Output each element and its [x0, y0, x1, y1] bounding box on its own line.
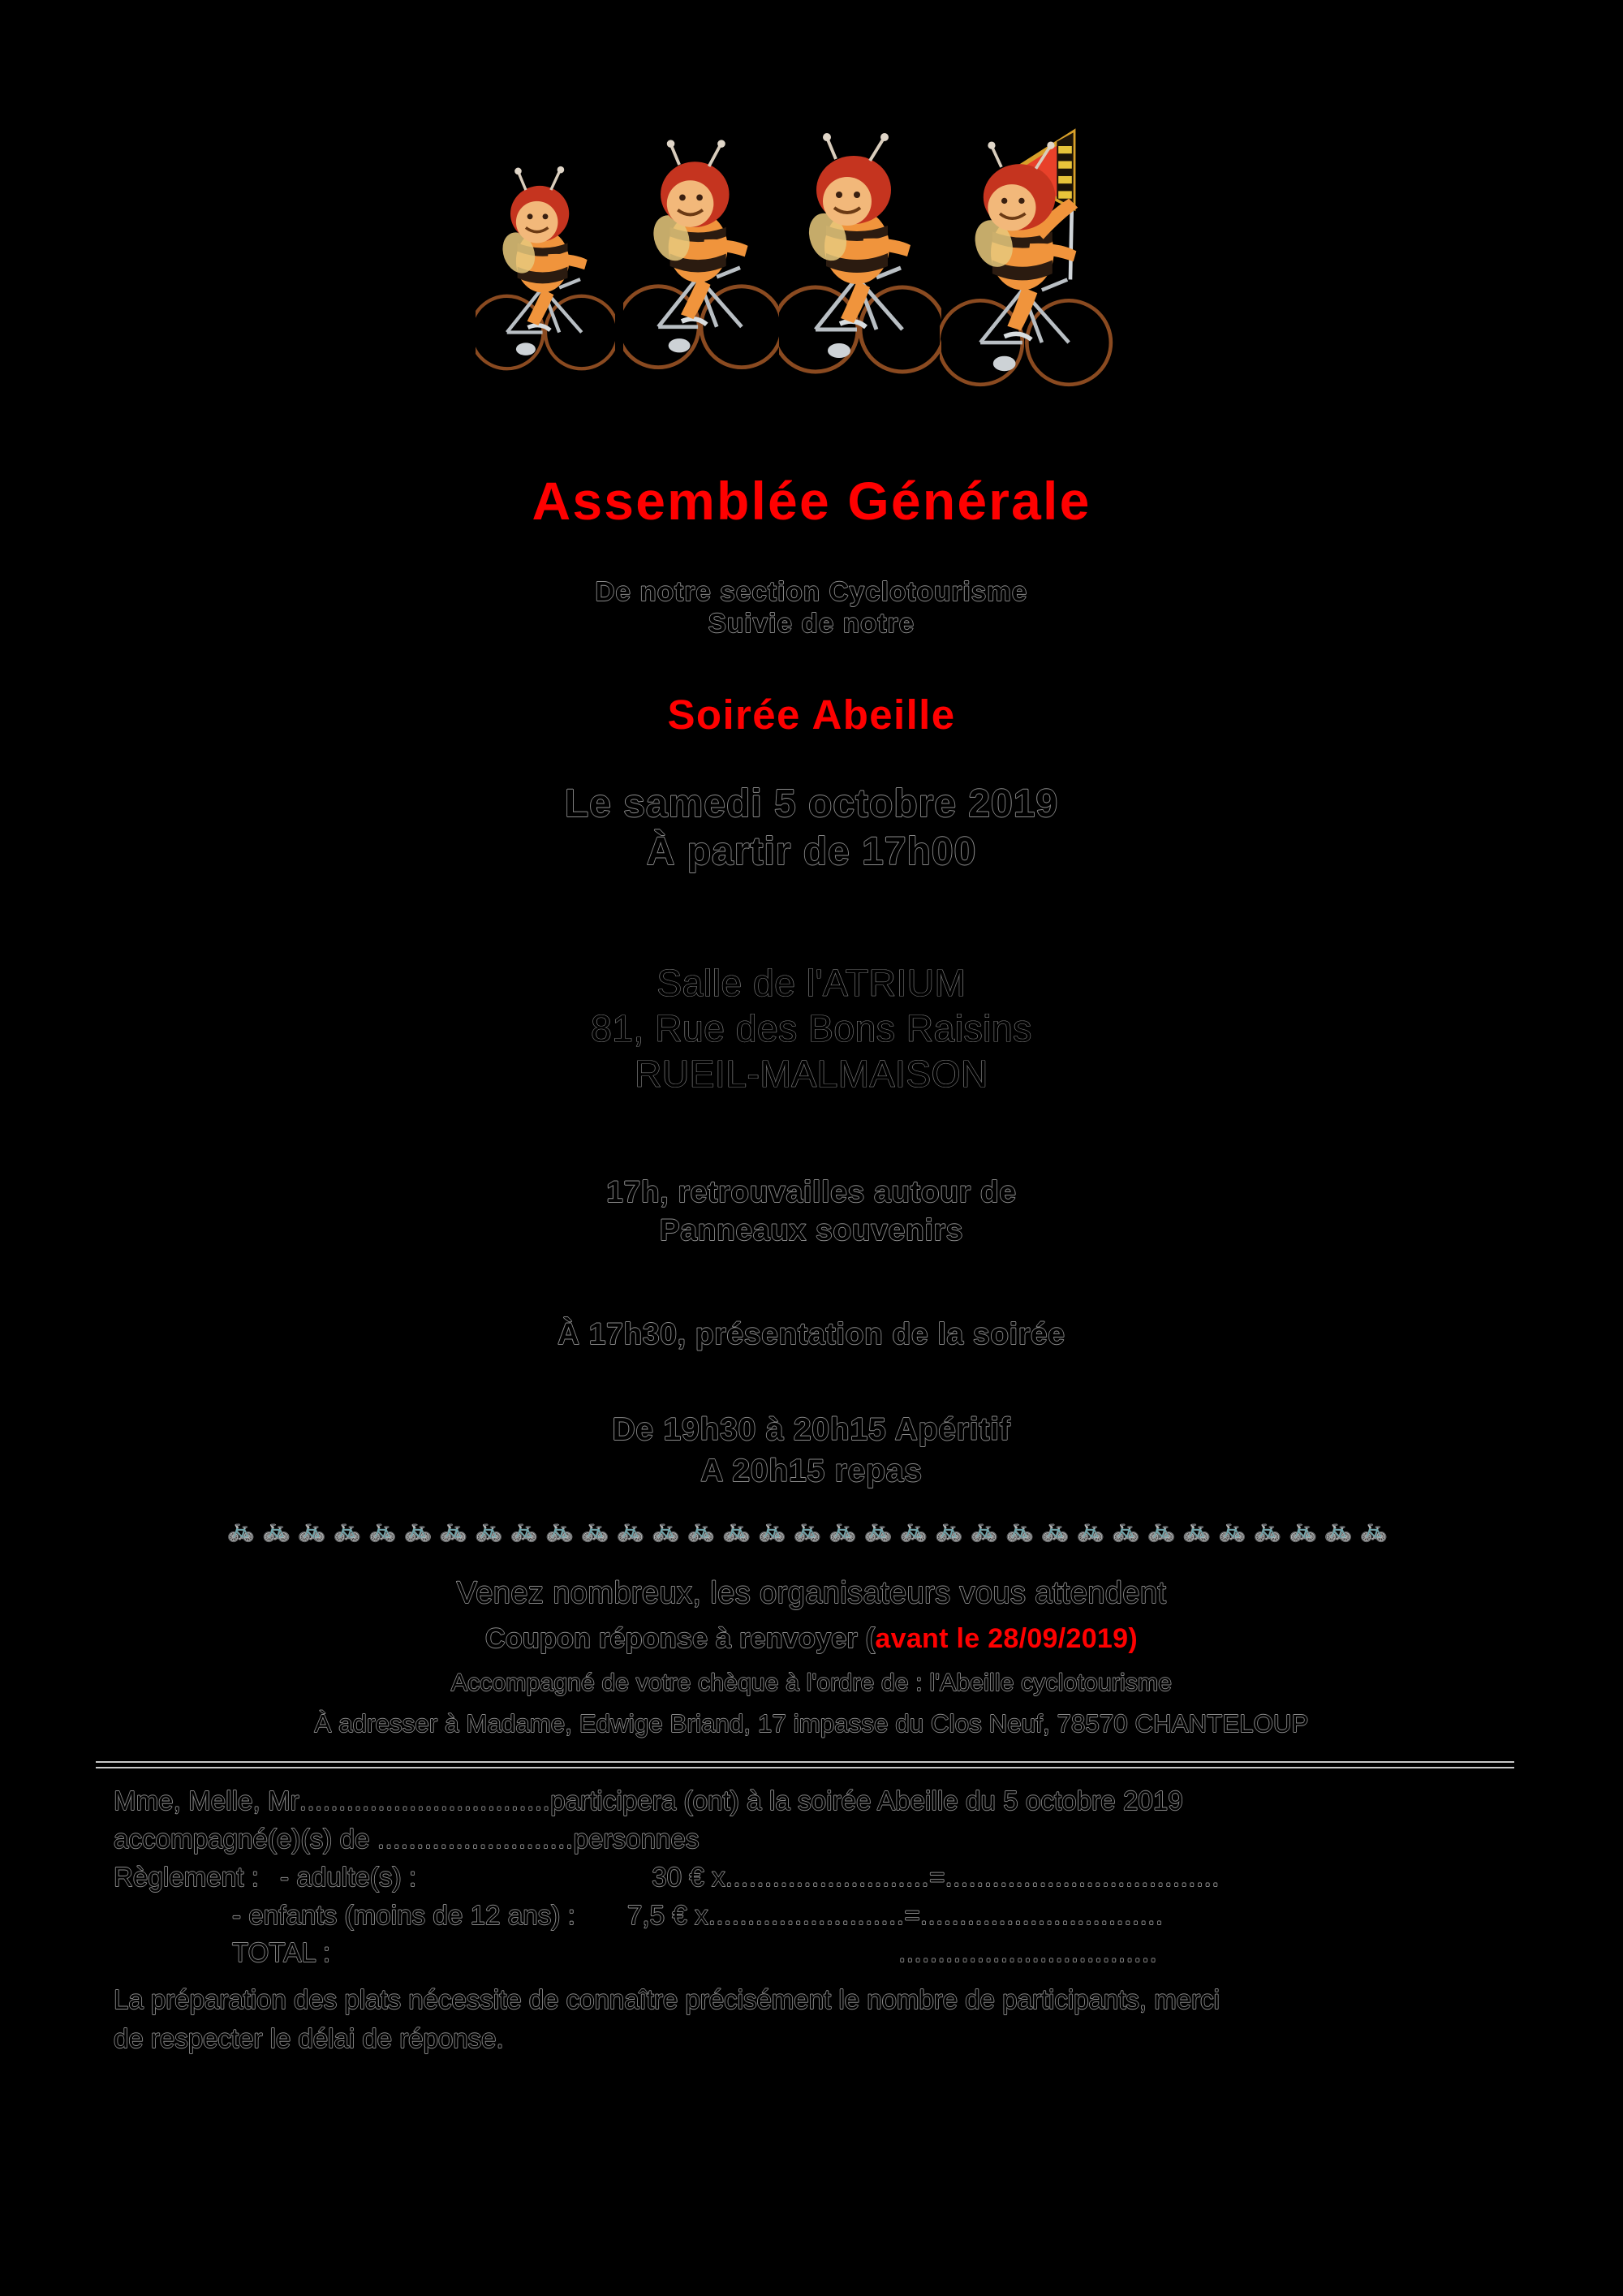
- total-label: TOTAL :: [231, 1937, 331, 1968]
- program-item-3-line-1: De 19h30 à 20h15 Apéritif: [612, 1411, 1011, 1447]
- event-title: Soirée Abeille: [667, 691, 956, 738]
- mailing-address: À adresser à Madame, Edwige Briand, 17 i…: [314, 1709, 1309, 1738]
- event-date-group: Le samedi 5 octobre 2019 À partir de 17h…: [0, 781, 1623, 876]
- bee-cyclist-icon-3: [779, 133, 941, 374]
- venue-line-2: 81, Rue des Bons Raisins: [591, 1007, 1032, 1050]
- adult-price: 30 € x: [652, 1861, 726, 1892]
- page-title: Assemblée Générale: [532, 471, 1091, 531]
- venue-group: Salle de l'ATRIUM 81, Rue des Bons Raisi…: [0, 960, 1623, 1096]
- venue-line-3: RUEIL-MALMAISON: [635, 1053, 988, 1096]
- coupon-note-line-2: de respecter le délai de réponse.: [113, 2022, 504, 2053]
- coupon-separator-rule: [96, 1761, 1514, 1768]
- coupon-accompanied-prefix: accompagné(e)(s) de: [113, 1823, 377, 1854]
- program-item-3: De 19h30 à 20h15 Apéritif A 20h15 repas: [0, 1410, 1623, 1492]
- coupon-accompanied-suffix: personnes: [573, 1823, 700, 1854]
- payment-label: Règlement :: [113, 1861, 260, 1892]
- program-item-3-line-2: A 20h15 repas: [700, 1453, 923, 1488]
- subtitle-line-1: De notre section Cyclotourisme: [595, 575, 1028, 606]
- coupon-reminder: Coupon réponse à renvoyer (avant le 28/0…: [0, 1623, 1623, 1654]
- coupon-name-line: Mme, Melle, Mr..........................…: [113, 1782, 1542, 1820]
- subtitle-line-2: Suivie de notre: [708, 607, 915, 638]
- event-date-line-2: À partir de 17h00: [646, 829, 977, 873]
- coupon-note: La préparation des plats nécessite de co…: [113, 1980, 1550, 2058]
- bee-cyclist-icon-1: [476, 166, 615, 371]
- coupon-name-prefix: Mme, Melle, Mr: [113, 1785, 299, 1816]
- event-date-line-1: Le samedi 5 octobre 2019: [564, 782, 1059, 825]
- child-result-field[interactable]: ...............................: [919, 1899, 1164, 1930]
- venue-line-1: Salle de l'ATRIUM: [657, 962, 966, 1005]
- coupon-name-suffix: participera (ont) à la soirée Abeille du…: [550, 1785, 1184, 1816]
- coupon-total-row: TOTAL :.................................: [114, 1934, 1542, 1972]
- child-quantity-field[interactable]: .........................: [708, 1899, 905, 1930]
- subtitle-group: De notre section Cyclotourisme Suivie de…: [0, 575, 1623, 640]
- coupon-reminder-prefix: Coupon réponse à renvoyer (: [484, 1623, 876, 1654]
- coupon-name-field[interactable]: ................................: [299, 1785, 551, 1816]
- bee-cyclist-icon-4-with-flag: [940, 128, 1113, 387]
- bicycle-icon-row: 🚲🚲🚲🚲🚲🚲🚲🚲🚲🚲🚲🚲🚲🚲🚲🚲🚲🚲🚲🚲🚲🚲🚲🚲🚲🚲🚲🚲🚲🚲🚲🚲🚲: [227, 1518, 1396, 1542]
- coupon-accompanied-field[interactable]: .........................: [377, 1823, 574, 1854]
- coupon-adult-row: Règlement : - adulte(s) : 30 € x..........…: [113, 1859, 1542, 1897]
- adult-equals-sign: =: [929, 1861, 945, 1892]
- cheque-instruction: Accompagné de votre chèque à l'ordre de …: [450, 1669, 1173, 1696]
- program-item-1-line-2: Panneaux souvenirs: [659, 1213, 964, 1247]
- pennant-flag-icon: [1002, 128, 1076, 212]
- reply-coupon-form: Mme, Melle, Mr..........................…: [113, 1782, 1542, 1972]
- adult-result-field[interactable]: ...................................: [945, 1861, 1220, 1892]
- program-item-1: 17h, retrouvailles autour de Panneaux so…: [0, 1173, 1623, 1250]
- coupon-child-row: - enfants (moins de 12 ans) : 7,5 € x....…: [114, 1897, 1542, 1935]
- coupon-deadline: avant le 28/09/2019): [875, 1623, 1138, 1654]
- call-to-action: Venez nombreux, les organisateurs vous a…: [456, 1576, 1167, 1610]
- bee-row: [471, 78, 1152, 403]
- coupon-accompanied-line: accompagné(e)(s) de ....................…: [113, 1820, 1542, 1859]
- bicycle-divider: 🚲🚲🚲🚲🚲🚲🚲🚲🚲🚲🚲🚲🚲🚲🚲🚲🚲🚲🚲🚲🚲🚲🚲🚲🚲🚲🚲🚲🚲🚲🚲🚲🚲: [0, 1518, 1623, 1542]
- program-item-1-line-1: 17h, retrouvailles autour de: [606, 1174, 1017, 1208]
- adult-label: - adulte(s) :: [279, 1861, 417, 1892]
- coupon-note-line-1: La préparation des plats nécessite de co…: [113, 1984, 1220, 2014]
- total-field[interactable]: .................................: [898, 1937, 1158, 1968]
- child-equals-sign: =: [904, 1899, 920, 1930]
- child-label: - enfants (moins de 12 ans) :: [231, 1899, 575, 1930]
- program-item-2: À 17h30, présentation de la soirée: [558, 1317, 1065, 1350]
- adult-quantity-field[interactable]: ..........................: [725, 1861, 930, 1892]
- bee-cyclist-icon-2: [623, 140, 779, 370]
- bee-cyclists-artwork: [0, 78, 1623, 407]
- child-price: 7,5 € x: [626, 1899, 708, 1930]
